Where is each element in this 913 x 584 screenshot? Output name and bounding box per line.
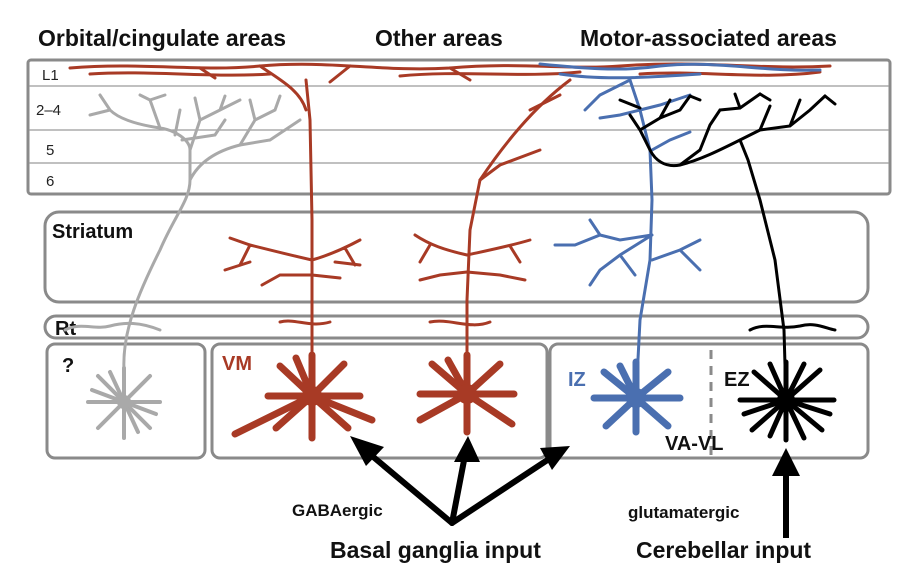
layer-label-l1: L1: [42, 67, 59, 84]
layer-label-5: 5: [46, 142, 54, 159]
iz-label: IZ: [568, 369, 586, 391]
black-soma: [737, 359, 837, 443]
cerebellar-input-label: Cerebellar input: [636, 537, 811, 563]
blue-axon-arbor: [538, 62, 822, 400]
rt-box: [43, 314, 870, 340]
red-soma-left: [231, 351, 376, 442]
gray-soma: [86, 366, 162, 440]
vavl-label: VA-VL: [665, 433, 724, 455]
black-axon-arbor: [618, 92, 837, 402]
glutamatergic-label: glutamatergic: [628, 503, 739, 522]
gray-neuron: [63, 93, 302, 404]
layer-label-2-4: 2–4: [36, 102, 61, 119]
basal-ganglia-input-label: Basal ganglia input: [330, 537, 541, 563]
header-other-areas: Other areas: [375, 25, 503, 51]
blue-soma: [590, 358, 684, 436]
basal-ganglia-arrows: [362, 447, 558, 526]
header-orbital-cingulate: Orbital/cingulate areas: [38, 25, 286, 51]
cerebellar-arrow: [772, 448, 800, 538]
striatum-label: Striatum: [52, 221, 133, 243]
layer-label-6: 6: [46, 173, 54, 190]
vm-nucleus-box: [210, 342, 549, 460]
vm-label: VM: [222, 353, 252, 375]
header-motor-associated: Motor-associated areas: [580, 25, 837, 51]
vavl-nucleus-box: [548, 342, 870, 460]
cortex-box: [26, 58, 892, 196]
ez-label: EZ: [724, 369, 750, 391]
striatum-box: [43, 210, 870, 304]
basal-ganglia-arrowheads: [350, 436, 570, 470]
unknown-label: ?: [62, 355, 74, 377]
gabaergic-label: GABAergic: [292, 501, 383, 520]
red-soma-right: [416, 351, 518, 436]
